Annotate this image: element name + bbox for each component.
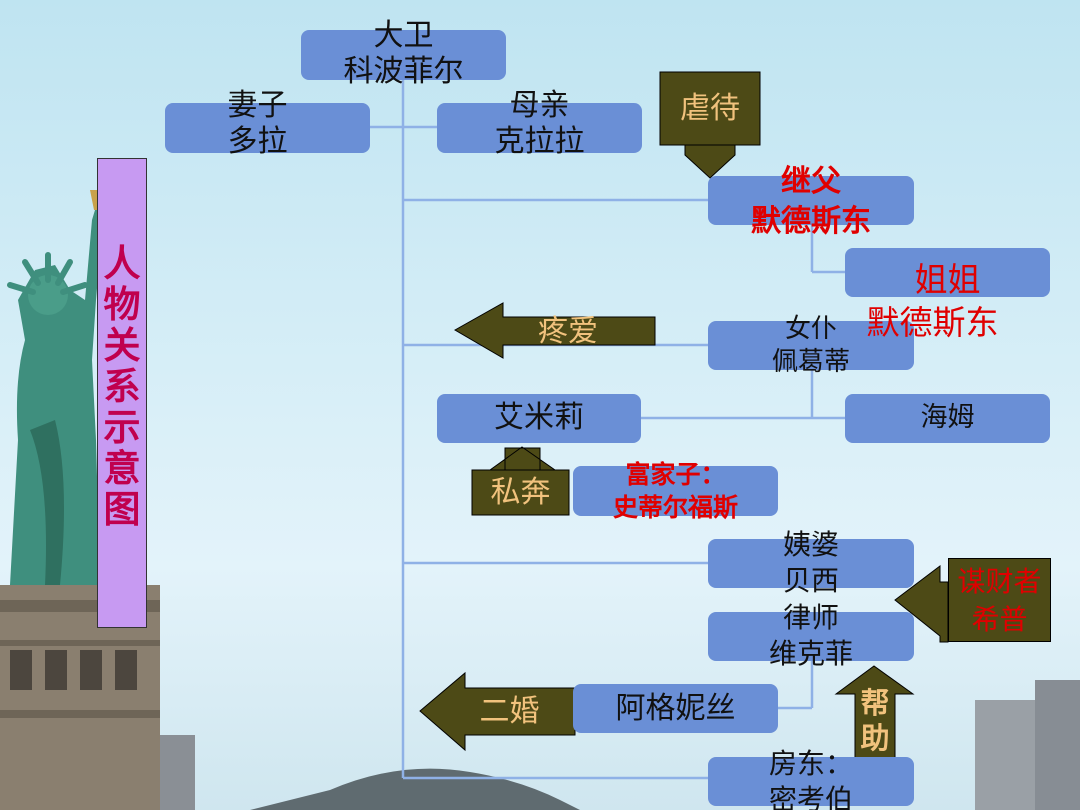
node-wife-line2: 多拉	[227, 124, 288, 159]
node-stepfather-line2: 默德斯东	[751, 204, 871, 239]
node-lawyer: 律师 维克菲	[708, 600, 914, 672]
node-aunt-line2: 贝西	[782, 564, 839, 597]
node-stepsister: 姐姐 默德斯东	[845, 258, 1050, 344]
node-david: 大卫 科波菲尔	[301, 18, 506, 90]
relation-schemer-line1: 谋财者	[957, 565, 1042, 598]
node-aunt: 姨婆 贝西	[708, 527, 914, 599]
node-maid: 女仆 佩葛蒂	[708, 313, 914, 379]
node-mother-line2: 克拉拉	[494, 124, 585, 159]
node-mother: 母亲 克拉拉	[437, 88, 642, 160]
node-stepfather-line1: 继父	[781, 164, 841, 199]
node-box-rich-son	[573, 466, 778, 516]
node-david-line1: 大卫	[373, 18, 434, 53]
help-arrow-icon	[834, 665, 915, 776]
node-aunt-line1: 姨婆	[782, 528, 839, 561]
relation-help: 帮 助	[855, 686, 895, 756]
node-box-agnes	[573, 684, 778, 733]
background-hill	[250, 768, 580, 810]
diagram-title: 人 物 关 系 示 意 图	[103, 241, 141, 531]
node-box-mother	[437, 103, 642, 153]
node-lawyer-line1: 律师	[782, 601, 839, 634]
node-box-wife	[165, 103, 370, 153]
node-box-lawyer	[708, 612, 914, 661]
node-emily: 艾米莉	[494, 400, 584, 435]
background-building	[975, 700, 1035, 810]
relation-second-marriage: 二婚	[479, 694, 540, 729]
relation-help-line1: 帮	[860, 686, 890, 720]
node-stepsister-line2: 默德斯东	[866, 303, 999, 342]
node-rich-son-line1: 富家子：	[625, 460, 726, 489]
node-david-line2: 科波菲尔	[343, 54, 464, 89]
relation-abuse: 虐待	[680, 91, 740, 126]
node-ham: 海姆	[920, 402, 975, 433]
relation-schemer: 谋财者 希普	[948, 558, 1051, 642]
diagram-title-box: 人 物 关 系 示 意 图	[97, 158, 147, 628]
abuse-arrow-icon	[659, 71, 761, 179]
node-box-stepsister	[845, 248, 1050, 297]
node-box-maid	[708, 321, 914, 370]
relation-elope: 私奔	[490, 475, 551, 510]
relation-love: 疼爱	[538, 314, 598, 349]
node-box-david	[301, 30, 506, 80]
node-mother-line1: 母亲	[509, 88, 570, 123]
love-arrow-icon	[453, 302, 656, 359]
node-rich-son-line2: 史蒂尔福斯	[612, 493, 738, 522]
node-landlord: 房东： 密考伯	[708, 746, 914, 810]
node-wife-line1: 妻子	[227, 88, 288, 123]
background-building	[1035, 680, 1080, 810]
node-maid-line1: 女仆	[784, 314, 837, 344]
relation-help-line2: 助	[860, 721, 890, 755]
node-lawyer-line2: 维克菲	[768, 637, 853, 670]
node-landlord-line2: 密考伯	[768, 783, 853, 810]
node-stepsister-line1: 姐姐	[914, 260, 981, 299]
node-wife: 妻子 多拉	[160, 88, 355, 160]
node-landlord-line1: 房东：	[768, 747, 853, 780]
node-stepfather: 继父 默德斯东	[708, 162, 914, 242]
relation-schemer-line2: 希普	[971, 603, 1028, 636]
node-box-landlord	[708, 757, 914, 806]
node-agnes: 阿格妮丝	[615, 691, 736, 726]
node-rich-son: 富家子： 史蒂尔福斯	[573, 458, 778, 524]
elope-arrow-icon	[471, 446, 570, 516]
node-box-aunt	[708, 539, 914, 588]
node-box-stepfather	[708, 176, 914, 225]
node-box-ham	[845, 394, 1050, 443]
node-maid-line2: 佩葛蒂	[771, 347, 850, 377]
node-box-emily	[437, 394, 641, 443]
